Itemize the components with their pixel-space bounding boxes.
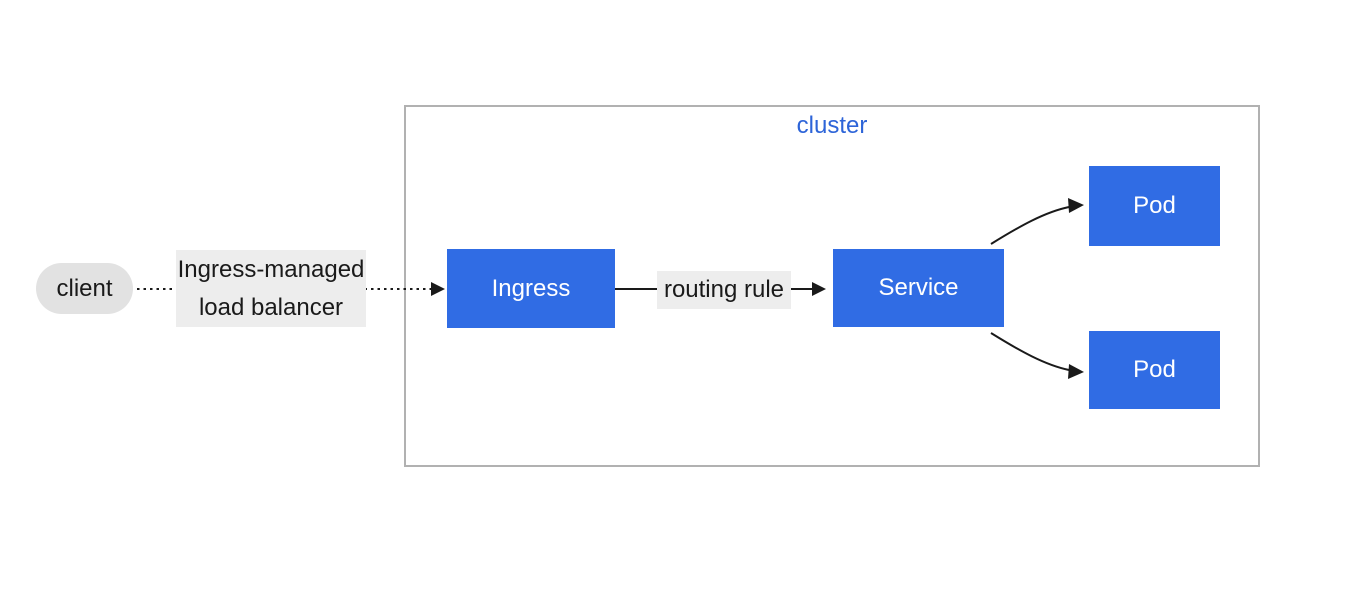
node-pod-bottom: Pod xyxy=(1089,331,1220,409)
cluster-title: cluster xyxy=(796,112,868,139)
edge-label-load-balancer-line1: Ingress-managed xyxy=(177,255,365,283)
edge-service-to-pod-bottom xyxy=(990,332,1084,379)
cluster-boundary xyxy=(404,105,1260,467)
arrowhead-icon xyxy=(1068,198,1084,213)
node-service: Service xyxy=(833,249,1004,327)
arrowhead-icon xyxy=(1068,364,1084,379)
arrowhead-icon xyxy=(812,282,826,296)
arrowhead-icon xyxy=(431,282,445,296)
node-client: client xyxy=(36,263,133,314)
node-pod-top: Pod xyxy=(1089,166,1220,246)
edge-label-routing-rule: routing rule xyxy=(657,271,791,309)
edge-label-load-balancer: Ingress-managed load balancer xyxy=(176,250,366,327)
edge-client-to-ingress xyxy=(137,282,445,296)
edge-label-load-balancer-line2: load balancer xyxy=(198,293,344,321)
edge-service-to-pod-top xyxy=(990,198,1084,245)
node-ingress: Ingress xyxy=(447,249,615,328)
